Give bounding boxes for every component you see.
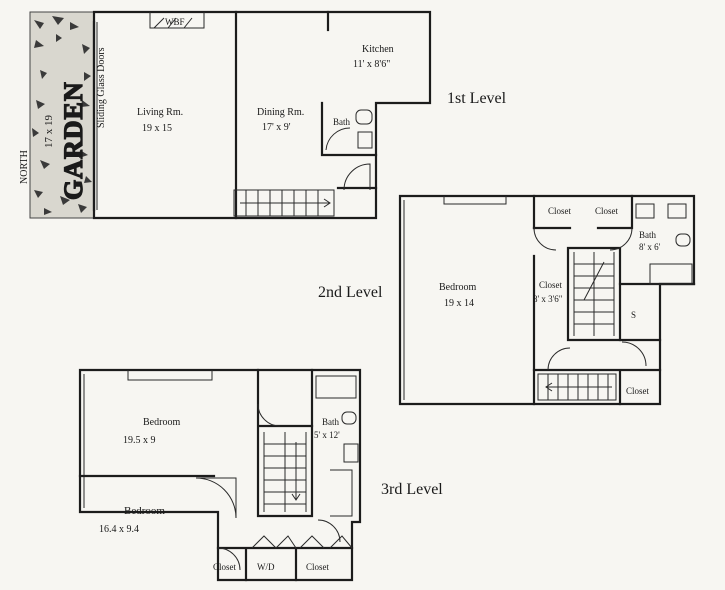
garden-word: GARDEN (59, 81, 88, 200)
third-closet-rail (127, 370, 213, 381)
entry-door-swing (343, 163, 371, 191)
sink (357, 131, 373, 149)
second-bedroom-size: 19 x 14 (444, 298, 474, 309)
second-bath-name: Bath (639, 230, 656, 240)
second-level-plan: Bedroom 19 x 14 Closet Closet Closet 8' … (398, 194, 696, 406)
closet-bifold-doors (299, 535, 353, 549)
third-bedroom-2-size: 16.4 x 9.4 (99, 524, 139, 535)
closet-row-wall (532, 194, 634, 230)
dining-room-size: 17' x 9' (262, 122, 291, 133)
third-bathtub (315, 375, 357, 399)
north-label: NORTH (19, 150, 30, 184)
bedroom-door-swing-2 (195, 477, 237, 519)
third-closet-1: Closet (213, 562, 237, 572)
second-level-stairs (537, 252, 617, 401)
kitchen-size: 11' x 8'6" (353, 59, 390, 70)
bath-fixture-1 (635, 203, 655, 219)
bath-door-swing-2 (621, 341, 647, 367)
second-bath-size: 8' x 6' (639, 242, 661, 252)
bedroom-door-swing (547, 347, 571, 371)
third-sink (343, 443, 359, 463)
first-bath-wall (320, 101, 378, 157)
third-bedroom-1-size: 19.5 x 9 (123, 435, 156, 446)
second-level-title: 2nd Level (318, 284, 383, 301)
wd-bifold-doors (251, 535, 297, 549)
second-lower-walls (532, 368, 662, 406)
second-bedroom-name: Bedroom (439, 282, 476, 293)
closet-row-walls (216, 546, 354, 582)
toilet (355, 109, 373, 125)
third-door-swing-2 (317, 519, 341, 543)
living-room-size: 19 x 15 (142, 123, 172, 134)
third-bedroom-1-name: Bedroom (143, 417, 180, 428)
third-closet-2: Closet (306, 562, 330, 572)
third-door-swing-1 (257, 403, 281, 427)
kitchen-name: Kitchen (362, 44, 394, 55)
second-s-label: S (631, 310, 636, 320)
second-closet-4: Closet (626, 386, 650, 396)
bathtub (649, 263, 693, 285)
bath-door-swing (325, 127, 351, 151)
second-closet-1: Closet (548, 206, 572, 216)
third-toilet (341, 411, 357, 425)
fireplace (149, 12, 205, 29)
closet-door-swing-1 (533, 227, 557, 251)
closet-door-swing-3 (217, 547, 241, 571)
third-bath-name: Bath (322, 417, 339, 427)
garden-size: 17 x 19 (43, 115, 55, 149)
sliding-glass-doors-label: Sliding Glass Doors (96, 47, 107, 128)
second-closet-rail (443, 196, 507, 205)
third-level-plan: Bedroom 19.5 x 9 Bedroom 16.4 x 9.4 Bath… (78, 368, 362, 582)
first-level-stairs (233, 189, 335, 217)
third-stair-core (256, 368, 314, 518)
first-level-title: 1st Level (447, 90, 507, 107)
third-bath-size: 5' x 12' (314, 430, 340, 440)
first-level-plan: Sliding Glass Doors WBF Living Rm. 19 x … (92, 10, 432, 220)
fireplace-hatch (153, 17, 193, 29)
second-closet-2: Closet (595, 206, 619, 216)
dining-room-name: Dining Rm. (257, 107, 304, 118)
third-level-outline (78, 368, 362, 582)
closet-door-swing-2 (609, 227, 633, 251)
bath-fixture-2 (667, 203, 687, 219)
third-level-title: 3rd Level (381, 481, 443, 498)
wbf-label: WBF (165, 17, 185, 27)
garden-area: NORTH 17 x 19 GARDEN (19, 11, 95, 219)
second-closet-3-size: 8' x 3'6" (533, 294, 563, 304)
third-cabinet (330, 469, 353, 517)
first-level-outline (92, 10, 432, 220)
second-toilet (675, 233, 691, 247)
living-room-name: Living Rm. (137, 107, 183, 118)
first-bath-label: Bath (333, 117, 350, 127)
third-level-stairs (263, 432, 307, 512)
second-closet-3-name: Closet (539, 280, 563, 290)
third-wd-label: W/D (257, 562, 275, 572)
third-bedroom-2-name: Bedroom (124, 505, 165, 517)
